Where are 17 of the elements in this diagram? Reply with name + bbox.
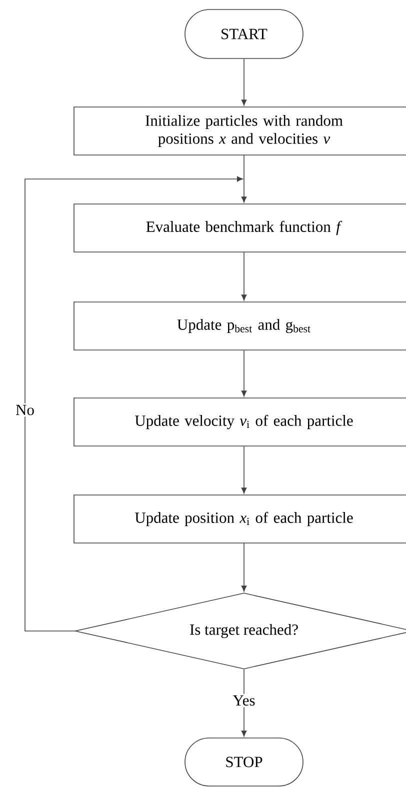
arrow — [241, 350, 247, 397]
process-box: Initialize particles with random positions x and velocities v — [74, 106, 406, 156]
arrow — [241, 252, 247, 301]
process-box: Update position x$_{i}$ of each particle — [74, 494, 406, 544]
arrow — [24, 176, 243, 632]
arrow — [241, 669, 247, 737]
edge-label: No — [14, 403, 36, 417]
arrow — [241, 155, 247, 203]
arrow — [241, 58, 247, 106]
process-box: Update p$_{best}$ and g$_{best}$ — [74, 302, 406, 350]
process-box: Update velocity v$_{i}$ of each particle — [74, 398, 406, 446]
process-box: Evaluate benchmark function f — [74, 204, 406, 252]
arrow — [241, 543, 247, 592]
terminal-box: STOP — [184, 738, 304, 786]
edge-label: Yes — [231, 694, 257, 708]
terminal-box: START — [184, 9, 304, 59]
arrow — [241, 446, 247, 494]
